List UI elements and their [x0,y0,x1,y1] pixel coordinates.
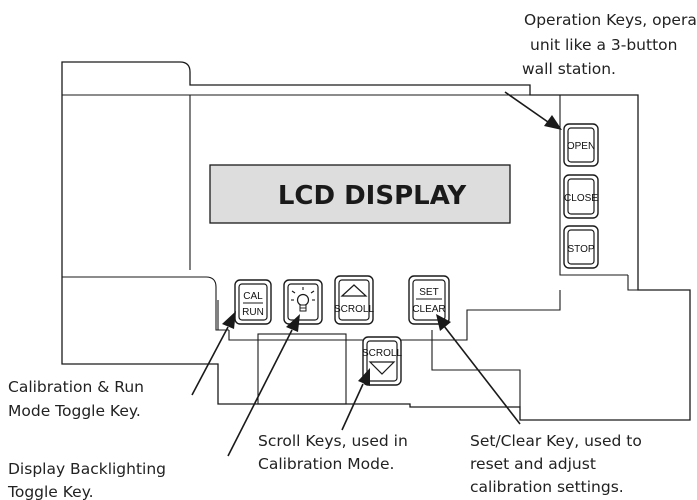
clear-label: CLEAR [412,304,445,315]
lower-ledge [62,276,229,331]
housing-outline [61,61,691,421]
right-stair [627,275,690,291]
up-arrow-icon [340,284,368,297]
scroll-arrowhead [358,368,370,386]
backlight-callout-line-1: Display Backlighting [8,460,166,478]
scroll-callout-line-1: Scroll Keys, used in [258,432,408,450]
setclear-callout-line-3: calibration settings. [470,478,624,496]
stop-key-label: STOP [567,244,594,255]
close-key-label: CLOSE [564,193,598,204]
cal-run-key[interactable]: CAL RUN [234,279,272,325]
backlight-callout: Display Backlighting Toggle Key. [7,460,171,500]
backlight-leader [227,329,293,457]
backlight-arrowhead [286,314,300,332]
setclear-callout-line-2: reset and adjust [470,455,596,473]
lower-inner-box [257,333,347,405]
leader-lines [191,91,562,457]
calibration-callout: Calibration & Run Mode Toggle Key. [8,378,149,420]
calibration-callout-line-1: Calibration & Run [8,378,144,396]
key-row-bottom [228,290,561,341]
down-arrow-icon [368,361,396,375]
set-label: SET [419,287,438,298]
lightbulb-icon [291,287,315,312]
operation-arrowhead [544,115,562,130]
operation-callout-line-2: unit like a 3-button [530,36,677,54]
setclear-arrowhead [436,314,451,331]
scroll-callout: Scroll Keys, used in Calibration Mode. [258,432,413,473]
calibration-arrowhead [222,311,236,329]
open-key[interactable]: OPEN [563,123,599,167]
open-key-label: OPEN [567,141,595,152]
operation-leader [504,91,549,123]
backlight-callout-line-2: Toggle Key. [7,483,94,500]
backlight-key[interactable] [283,279,323,325]
scroll-down-label: SCROLL [362,348,402,359]
operation-callout: Operation Keys, operate unit like a 3-bu… [522,11,697,78]
scroll-up-label: SCROLL [334,304,374,315]
calibration-leader [191,326,229,396]
run-label: RUN [242,307,264,318]
panel-body [61,61,691,421]
lcd-display-label: LCD DISPLAY [278,181,468,211]
scroll-down-key[interactable]: SCROLL [362,336,402,386]
close-key[interactable]: CLOSE [563,174,599,219]
setclear-leader [443,325,521,425]
lower-right-step [431,330,521,407]
scroll-leader [341,383,364,431]
operation-callout-line-3: wall station. [522,60,616,78]
set-clear-key[interactable]: SET CLEAR [408,275,450,325]
scroll-up-key[interactable]: SCROLL [334,275,374,325]
calibration-callout-line-2: Mode Toggle Key. [8,402,141,420]
operation-callout-line-1: Operation Keys, operate [524,11,697,29]
lcd-display [209,164,511,224]
left-side-panel [62,94,191,270]
scroll-callout-line-2: Calibration Mode. [258,455,394,473]
setclear-callout: Set/Clear Key, used to reset and adjust … [470,432,647,496]
setclear-callout-line-1: Set/Clear Key, used to [470,432,642,450]
stop-key[interactable]: STOP [563,225,599,269]
cal-label: CAL [243,291,263,302]
right-channel [559,95,628,276]
